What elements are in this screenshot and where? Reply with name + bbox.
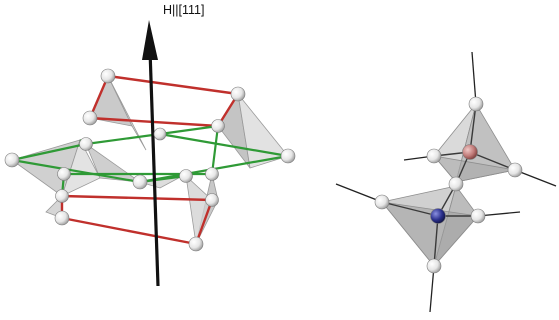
tetra-face-top-left-2 — [107, 75, 147, 151]
field-axis-shaft — [148, 49, 160, 287]
tetra-atoms — [374, 96, 523, 274]
atom — [211, 119, 225, 133]
green-bond — [11, 142, 87, 162]
red-bond — [61, 216, 197, 246]
atom — [468, 96, 484, 112]
tetra-face — [432, 155, 516, 183]
atom — [82, 110, 98, 126]
atom — [188, 236, 204, 252]
blue-centre-atom — [430, 208, 446, 224]
green-bond — [210, 125, 220, 175]
atom — [153, 127, 167, 141]
field-label: H||[111] — [163, 3, 204, 17]
atom — [230, 86, 246, 102]
red-bond — [61, 194, 213, 202]
atom — [100, 68, 116, 84]
atom — [507, 162, 523, 178]
atom — [426, 258, 442, 274]
outer-bonds — [335, 51, 557, 313]
red-bond — [107, 74, 239, 96]
atom — [4, 152, 20, 168]
atom — [79, 137, 93, 151]
green-bond — [139, 174, 187, 184]
tetra-face — [381, 201, 479, 267]
atom — [179, 169, 193, 183]
atom — [280, 148, 296, 164]
tetrahedra-pair — [335, 51, 557, 313]
atom — [205, 167, 219, 181]
tetra-face-mid-left-2 — [61, 138, 101, 197]
atom-shared-corner — [448, 176, 464, 192]
red-centre-atom — [462, 144, 478, 160]
atoms — [4, 68, 296, 252]
bond — [471, 51, 477, 105]
green-bond — [85, 132, 161, 146]
bond — [469, 103, 477, 153]
atom — [470, 208, 486, 224]
red-bond — [194, 199, 214, 245]
bond — [335, 183, 383, 203]
green-bond — [11, 158, 141, 184]
red-bond — [88, 75, 110, 119]
atom — [55, 189, 69, 203]
bond — [469, 151, 516, 171]
field-axis-arrowhead — [142, 20, 158, 60]
tetra-face-mid — [85, 142, 142, 183]
green-bond — [159, 124, 219, 136]
upper-tetrahedron — [432, 102, 516, 183]
atom — [426, 148, 442, 164]
tetrahedra-faces — [11, 75, 289, 245]
atom — [54, 210, 70, 226]
bond — [381, 201, 439, 217]
bond — [429, 265, 435, 313]
lower-tetrahedron — [381, 185, 479, 267]
bond — [514, 169, 557, 187]
atom — [132, 174, 148, 190]
green-bond — [159, 132, 289, 158]
atom — [57, 167, 71, 181]
atom — [374, 194, 390, 210]
field-axis-arrow — [142, 20, 160, 287]
atom — [205, 193, 219, 207]
bond — [433, 215, 439, 267]
pyrochlore-lattice: H||[111] — [4, 3, 296, 287]
